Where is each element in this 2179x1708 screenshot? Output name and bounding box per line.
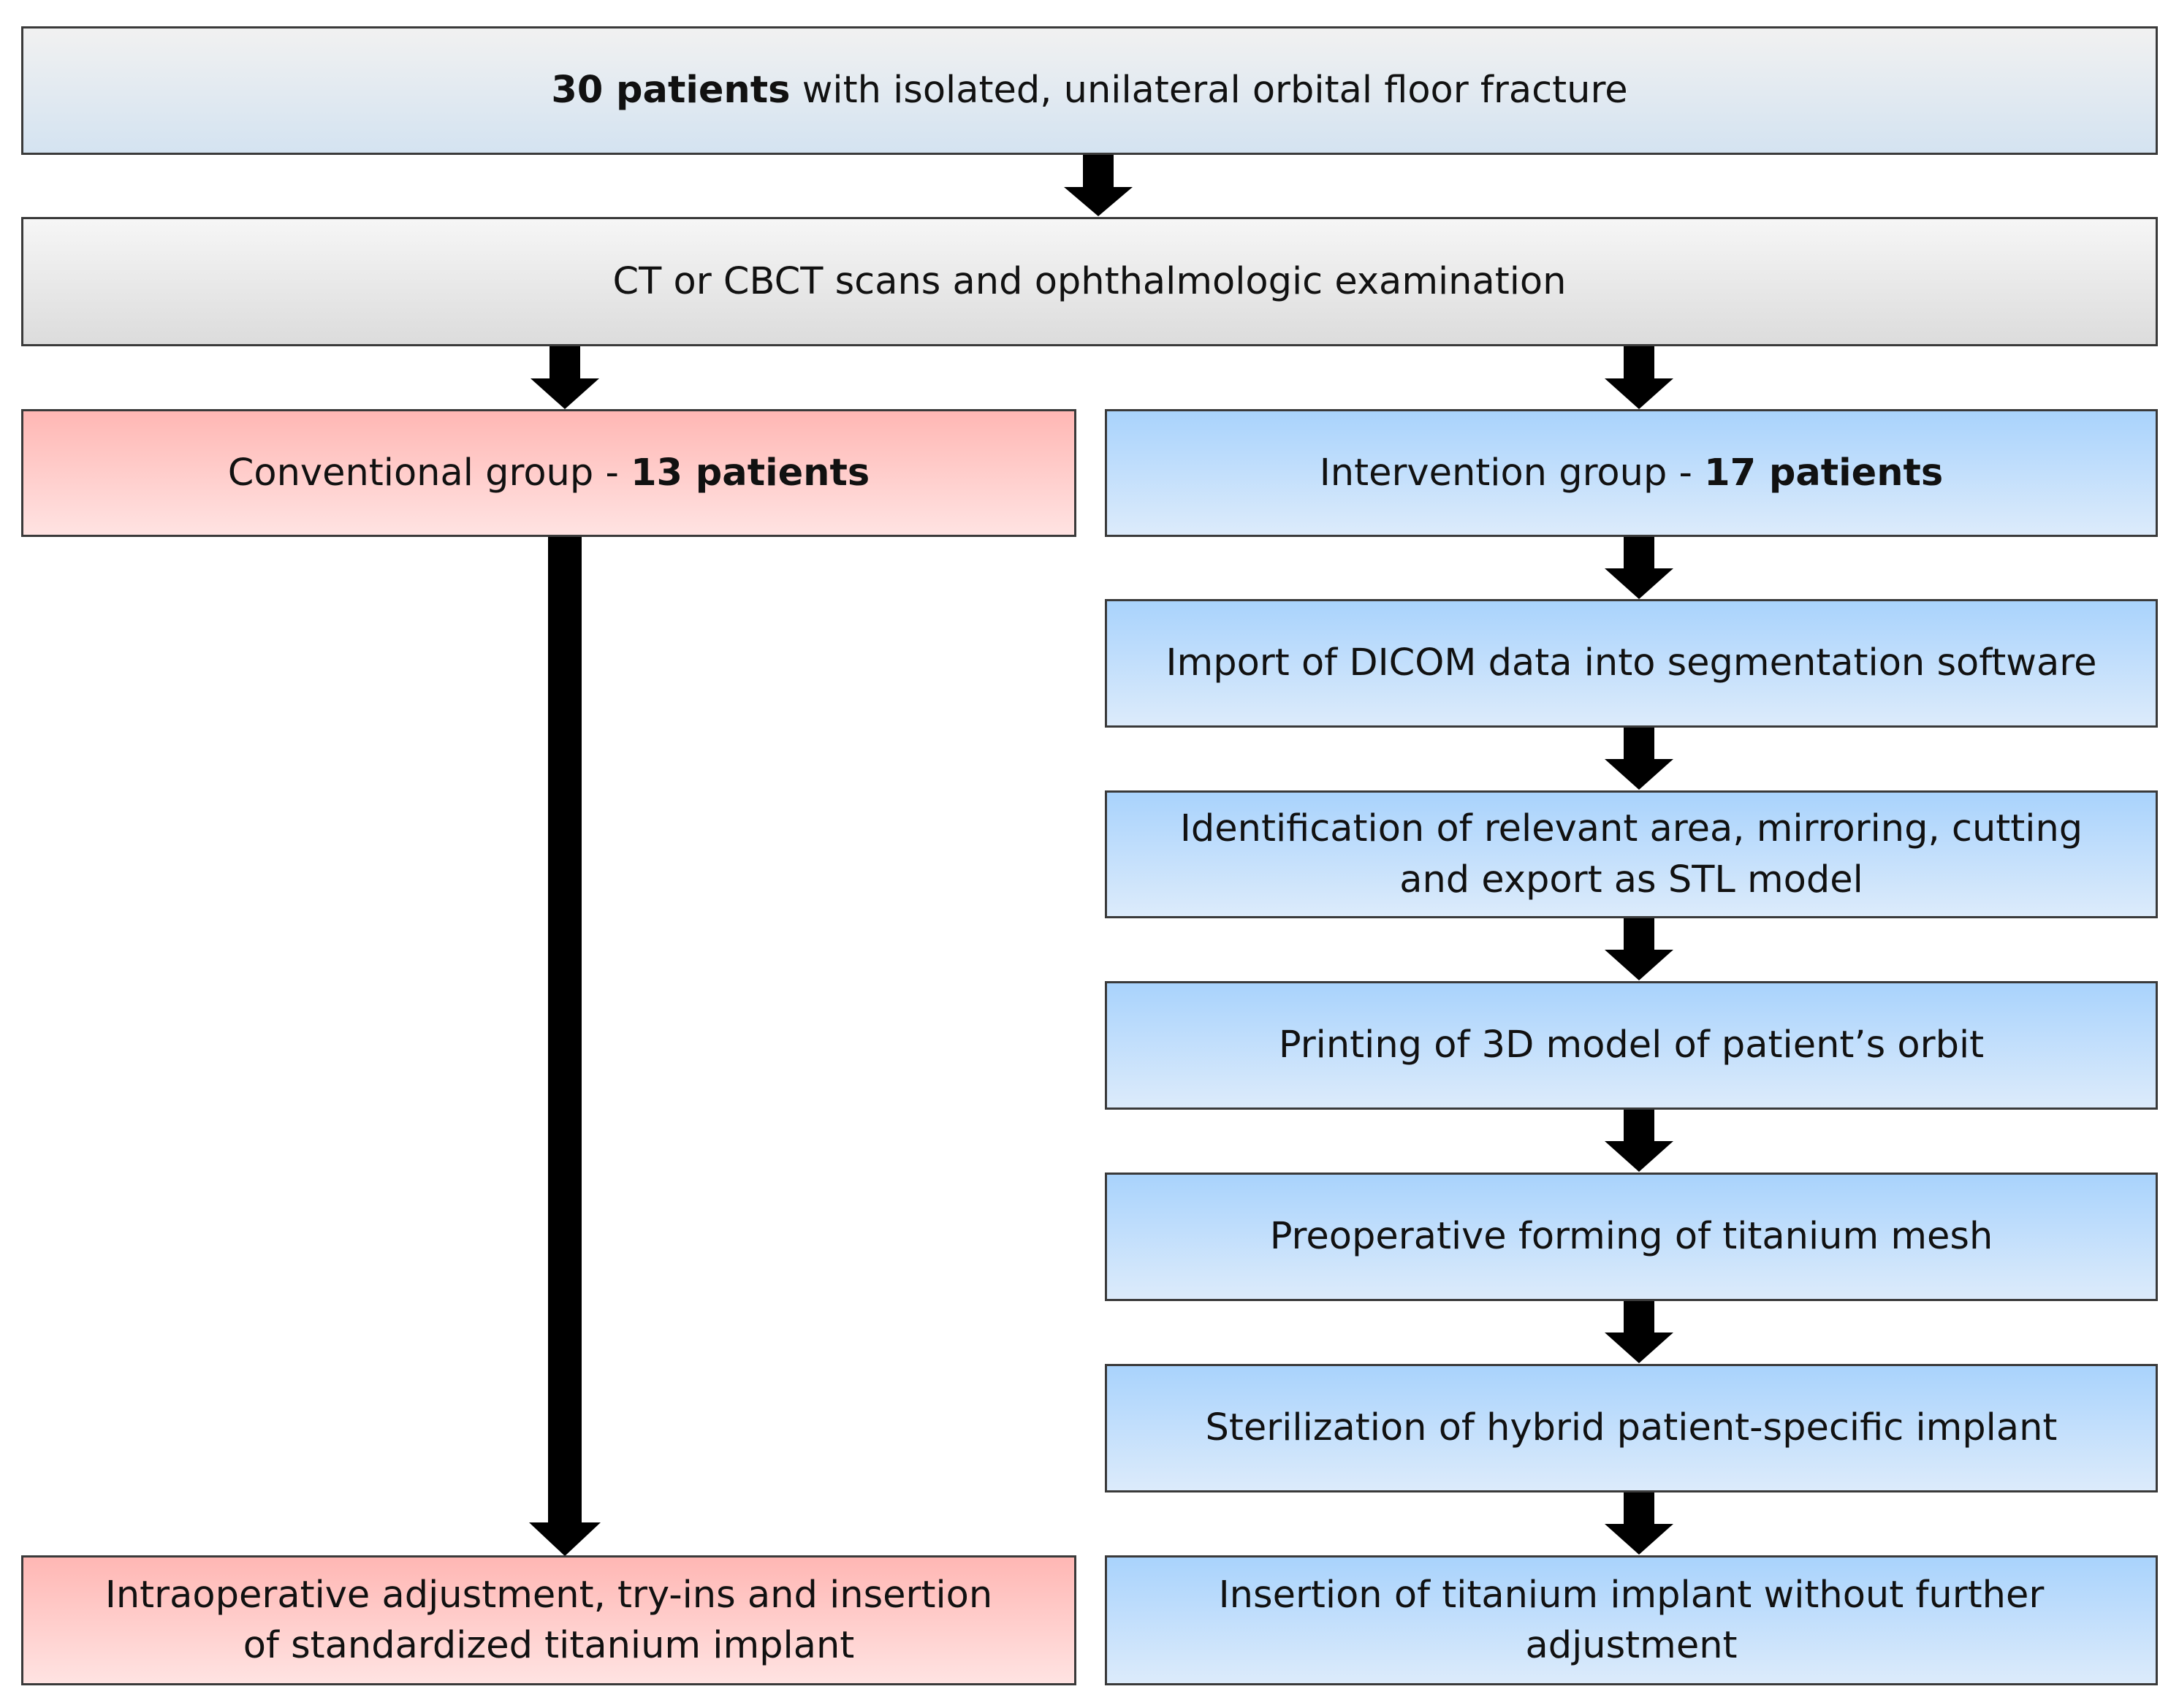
step-identification-text: Identification of relevant area, mirrori… <box>1180 804 2083 905</box>
conventional-final-line1: Intraoperative adjustment, try-ins and i… <box>104 1573 993 1617</box>
patients-box: 30 patients with isolated, unilateral or… <box>21 26 2158 155</box>
intervention-step-identification: Identification of relevant area, mirrori… <box>1105 790 2158 918</box>
step-insertion-text: Insertion of titanium implant without fu… <box>1219 1570 2045 1671</box>
conventional-final-box: Intraoperative adjustment, try-ins and i… <box>21 1555 1076 1685</box>
intervention-group-label: Intervention group - <box>1319 451 1705 495</box>
scans-box: CT or CBCT scans and ophthalmologic exam… <box>21 217 2158 346</box>
intervention-group-count: 17 patients <box>1704 451 1944 495</box>
intervention-step-forming: Preoperative forming of titanium mesh <box>1105 1173 2158 1301</box>
scans-text: CT or CBCT scans and ophthalmologic exam… <box>612 259 1567 303</box>
intervention-group-box: Intervention group - 17 patients <box>1105 409 2158 537</box>
arrow-intervention-step-3 <box>1605 918 1673 980</box>
arrow-intervention-step-1 <box>1605 536 1673 599</box>
step-identification-line1: Identification of relevant area, mirrori… <box>1179 807 2083 851</box>
arrow-scans-to-intervention <box>1605 346 1673 409</box>
intervention-step-sterilization: Sterilization of hybrid patient-specific… <box>1105 1364 2158 1492</box>
conventional-group-text: Conventional group - 13 patients <box>228 448 870 498</box>
intervention-step-printing: Printing of 3D model of patient’s orbit <box>1105 981 2158 1110</box>
step-insertion-line1: Insertion of titanium implant without fu… <box>1218 1573 2045 1617</box>
patients-description: with isolated, unilateral orbital floor … <box>790 69 1628 113</box>
conventional-group-box: Conventional group - 13 patients <box>21 409 1076 537</box>
intervention-group-text: Intervention group - 17 patients <box>1320 448 1944 498</box>
arrow-top-to-scans <box>1064 155 1133 216</box>
intervention-step-import: Import of DICOM data into segmentation s… <box>1105 599 2158 728</box>
arrow-intervention-step-5 <box>1605 1300 1673 1363</box>
intervention-step-insertion: Insertion of titanium implant without fu… <box>1105 1555 2158 1685</box>
step-sterilization-text: Sterilization of hybrid patient-specific… <box>1205 1406 2058 1450</box>
arrow-conventional-to-final <box>529 536 601 1556</box>
step-printing-text: Printing of 3D model of patient’s orbit <box>1278 1023 1985 1067</box>
patients-text: 30 patients with isolated, unilateral or… <box>551 65 1627 115</box>
step-import-text: Import of DICOM data into segmentation s… <box>1165 641 2097 685</box>
conventional-group-count: 13 patients <box>631 451 870 495</box>
step-insertion-line2: adjustment <box>1525 1624 1738 1667</box>
arrow-intervention-step-6 <box>1605 1492 1673 1555</box>
patients-count: 30 patients <box>551 69 791 113</box>
arrow-intervention-step-4 <box>1605 1109 1673 1172</box>
arrow-intervention-step-2 <box>1605 727 1673 790</box>
conventional-final-text: Intraoperative adjustment, try-ins and i… <box>105 1570 992 1671</box>
step-forming-text: Preoperative forming of titanium mesh <box>1269 1215 1993 1259</box>
arrow-scans-to-conventional <box>531 346 599 409</box>
conventional-final-line2: of standardized titanium implant <box>243 1624 855 1667</box>
step-identification-line2: and export as STL model <box>1399 858 1863 901</box>
conventional-group-label: Conventional group - <box>227 451 631 495</box>
